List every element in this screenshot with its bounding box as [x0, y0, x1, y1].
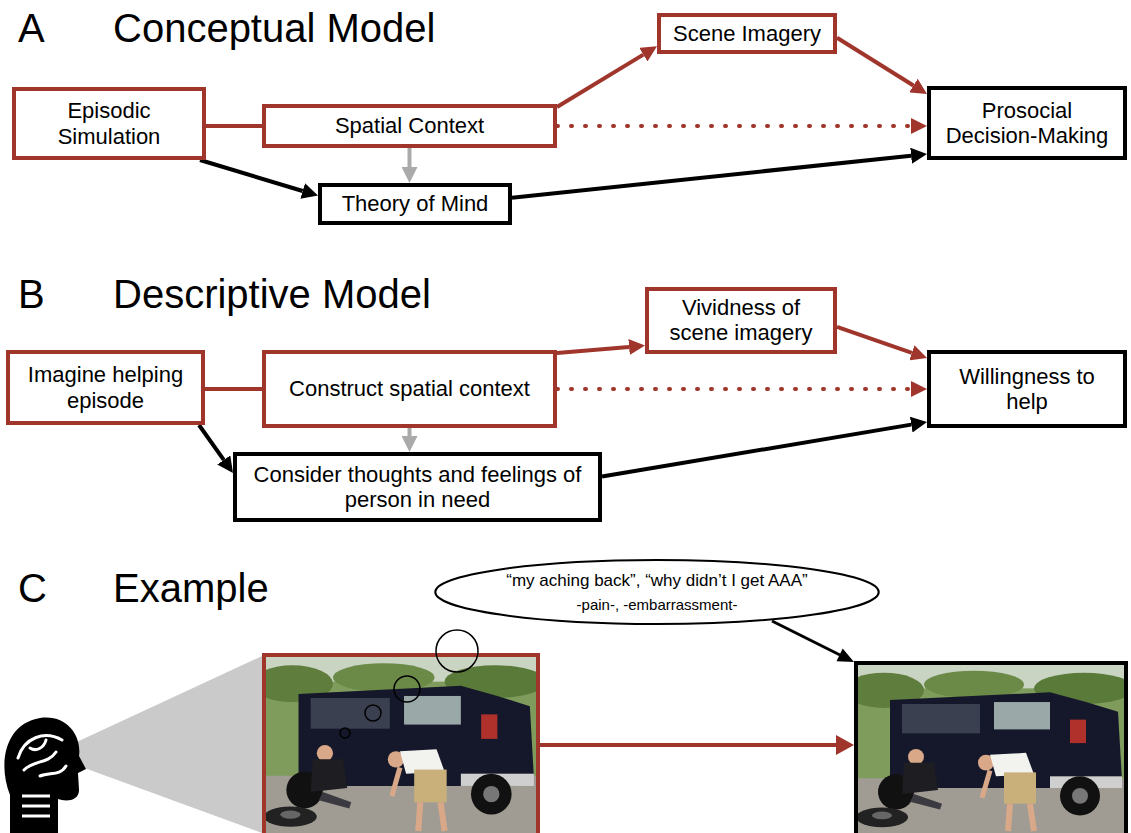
- illustration-part: [340, 728, 350, 738]
- spatial-box: Episodic Simulation: [12, 87, 206, 160]
- illustration-part: [844, 661, 1131, 833]
- illustration-part: [18, 736, 66, 776]
- connector: [408, 428, 412, 436]
- panel-heading: Example: [113, 566, 269, 610]
- connector: [602, 425, 911, 477]
- illustration-part: [4, 718, 86, 833]
- speech-bubble: “my aching back”, “why didn’t I get AAA”…: [433, 558, 881, 626]
- connector: [837, 38, 913, 86]
- connector: [512, 156, 911, 198]
- spatial-box: Spatial Context: [262, 104, 557, 148]
- node-text: Scene Imagery: [673, 21, 821, 46]
- head-icon: [4, 718, 86, 833]
- node-text: Prosocial Decision-Making: [939, 98, 1115, 149]
- node-text: -pain-, -embarrassment-: [577, 594, 738, 617]
- panel-heading: Conceptual Model: [113, 6, 435, 50]
- illustration-part: [394, 676, 420, 702]
- connector: [557, 124, 911, 128]
- connector: [557, 387, 911, 391]
- panel-letter: C: [18, 566, 47, 610]
- connector: [837, 327, 912, 353]
- node-text: Willingness to help: [939, 364, 1115, 415]
- connector: [199, 425, 224, 460]
- node-text: Vividness of scene imagery: [657, 295, 825, 346]
- node-text: Theory of Mind: [342, 191, 489, 216]
- process-box: Consider thoughts and feelings of person…: [233, 452, 602, 522]
- view-beam: [68, 656, 262, 833]
- panel-letter: B: [18, 272, 45, 316]
- connector: [200, 160, 303, 191]
- spatial-box: Construct spatial context: [262, 350, 557, 428]
- spatial-box: Vividness of scene imagery: [645, 287, 837, 354]
- node-text: Episodic Simulation: [24, 98, 194, 149]
- illustration-part: [540, 743, 838, 747]
- connector: [557, 55, 643, 107]
- node-text: “my aching back”, “why didn’t I get AAA”: [506, 568, 807, 594]
- thought-bubbles: [340, 630, 478, 738]
- node-text: Imagine helping episode: [18, 362, 193, 413]
- illustration-part: [836, 735, 854, 755]
- illustration-part: [252, 653, 546, 833]
- callout-arrow: [772, 621, 854, 662]
- illustration-part: [837, 649, 855, 662]
- connector: [205, 387, 262, 391]
- photo-left: [252, 653, 546, 833]
- illustration-part: [22, 796, 50, 816]
- node-text: Consider thoughts and feelings of person…: [245, 462, 590, 513]
- spatial-box: Scene Imagery: [657, 13, 837, 54]
- illustration-part: [365, 705, 381, 721]
- ellipse-outline: [433, 558, 881, 626]
- connector: [206, 124, 262, 128]
- illustration-part: [772, 621, 840, 655]
- connector: [408, 148, 412, 167]
- illustration-part: [436, 630, 478, 672]
- photo-frame: [856, 663, 1126, 833]
- node-text: Construct spatial context: [289, 376, 530, 401]
- process-box: Prosocial Decision-Making: [927, 86, 1127, 160]
- process-box: Willingness to help: [927, 350, 1127, 428]
- node-text: Spatial Context: [335, 113, 484, 138]
- panel-heading: Descriptive Model: [113, 272, 431, 316]
- example-arrow: [540, 735, 854, 755]
- photo-right: [844, 661, 1131, 833]
- photo-frame: [264, 655, 538, 833]
- ellipse-shape: [435, 560, 879, 624]
- process-box: Theory of Mind: [318, 183, 512, 225]
- spatial-box: Imagine helping episode: [6, 350, 205, 425]
- panel-letter: A: [18, 6, 45, 50]
- connector: [557, 347, 629, 353]
